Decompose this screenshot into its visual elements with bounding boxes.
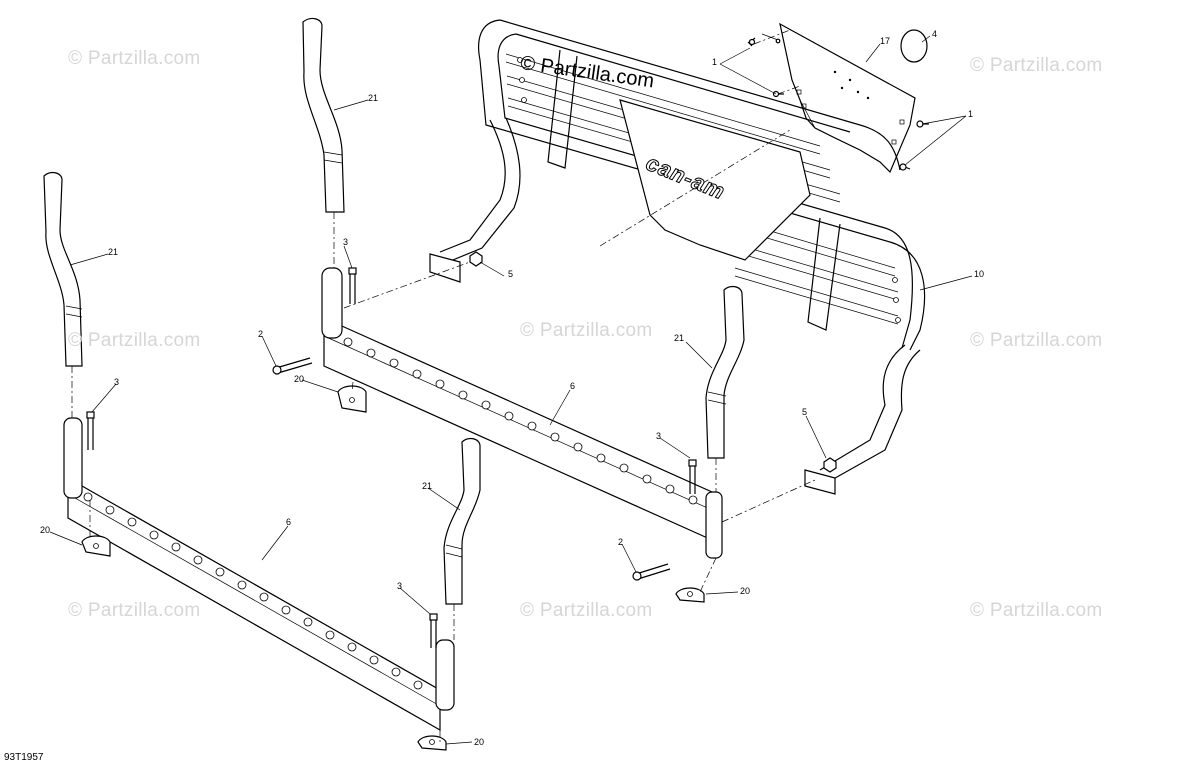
diagram-id: 93T1957 xyxy=(4,752,44,763)
callout-21: 21 xyxy=(674,333,685,343)
callout-3: 3 xyxy=(656,431,662,441)
bolts-2 xyxy=(272,357,671,581)
nuts-5 xyxy=(469,251,837,473)
callout-21: 21 xyxy=(368,93,379,103)
callout-20: 20 xyxy=(40,525,51,535)
watermark: © Partzilla.com xyxy=(520,320,653,341)
callout-2: 2 xyxy=(618,537,624,547)
cap-4 xyxy=(900,29,928,63)
watermark: © Partzilla.com xyxy=(970,55,1103,76)
callout-1: 1 xyxy=(712,57,718,67)
watermark: © Partzilla.com xyxy=(68,600,201,621)
watermark: © Partzilla.com xyxy=(970,330,1103,351)
callout-17: 17 xyxy=(880,36,891,46)
stake-tubes-21 xyxy=(43,17,745,605)
bolts-3 xyxy=(86,267,697,648)
callout-1: 1 xyxy=(968,109,974,119)
callout-20: 20 xyxy=(294,374,305,384)
callout-3: 3 xyxy=(343,237,349,247)
watermark: © Partzilla.com xyxy=(68,330,201,351)
front-rail-6 xyxy=(63,417,455,732)
callout-10: 10 xyxy=(974,269,985,279)
callout-6: 6 xyxy=(286,517,292,527)
callout-20: 20 xyxy=(474,737,485,747)
callout-21: 21 xyxy=(422,481,433,491)
callout-21: 21 xyxy=(108,247,119,257)
callout-4: 4 xyxy=(932,29,938,39)
callout-5: 5 xyxy=(508,269,514,279)
watermark: © Partzilla.com xyxy=(68,48,201,69)
leader-lines xyxy=(49,35,973,745)
clamps-20 xyxy=(81,385,705,751)
callout-20: 20 xyxy=(740,586,751,596)
watermark: © Partzilla.com xyxy=(520,600,653,621)
rear-rail-6 xyxy=(321,267,723,559)
callout-2: 2 xyxy=(258,329,264,339)
headache-rack-10 xyxy=(429,19,926,495)
callout-6: 6 xyxy=(570,381,576,391)
callout-3: 3 xyxy=(114,377,120,387)
callout-3: 3 xyxy=(397,581,403,591)
back-panel-17 xyxy=(779,22,916,174)
watermark: © Partzilla.com xyxy=(970,600,1103,621)
callout-5: 5 xyxy=(802,407,808,417)
assembly-lines xyxy=(71,29,816,742)
